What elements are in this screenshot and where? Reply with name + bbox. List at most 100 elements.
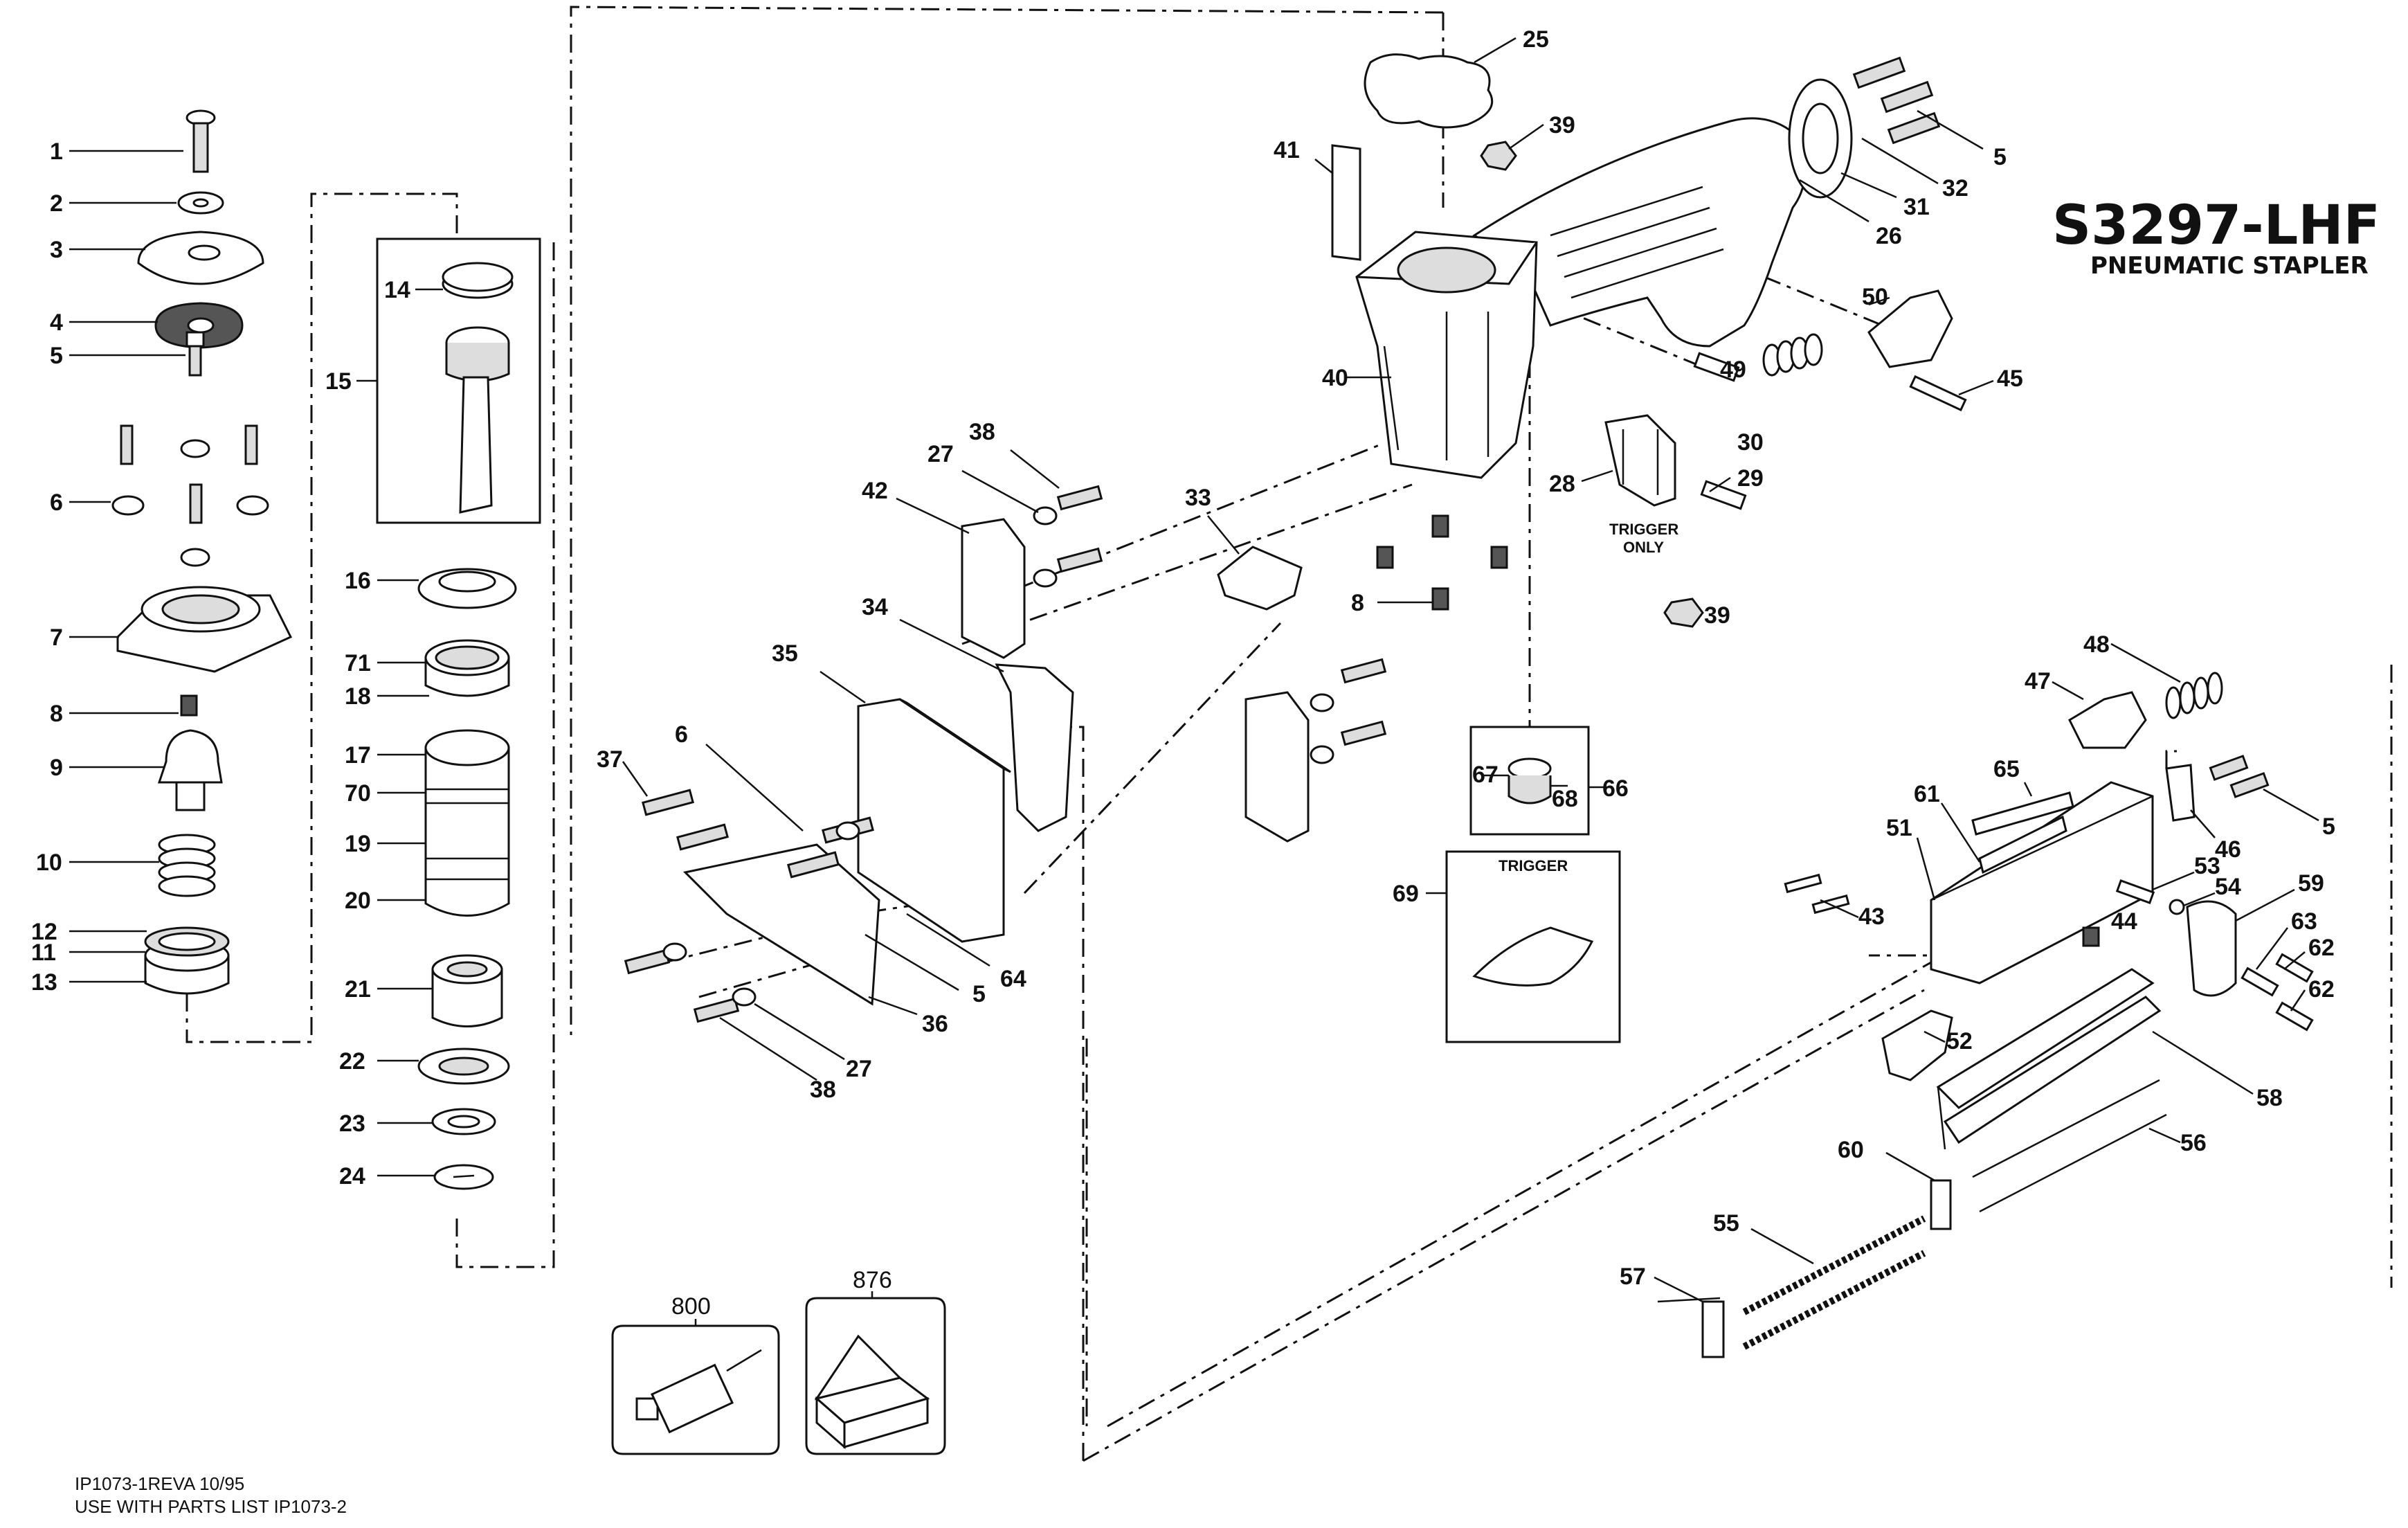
part-44-plug — [2082, 926, 2100, 947]
label-55: 55 — [1713, 1210, 1739, 1237]
part-46-bracket — [2165, 764, 2196, 822]
trigger-icon — [1472, 926, 1594, 987]
trigger-only-note: TRIGGER — [1609, 521, 1678, 538]
part-31-32-end-cap — [1788, 78, 1853, 199]
label-28: 28 — [1549, 471, 1575, 497]
trigger-only-note-2: ONLY — [1623, 539, 1664, 556]
part-60-stop — [1930, 1179, 1952, 1230]
part-45-pin — [1909, 375, 1967, 412]
part-48-spring — [2165, 672, 2223, 719]
label-63: 63 — [2291, 908, 2317, 935]
label-58: 58 — [2256, 1085, 2283, 1111]
label-66: 66 — [1602, 775, 1629, 802]
part-6-washer — [236, 495, 269, 516]
label-47: 47 — [2025, 668, 2051, 694]
label-50: 50 — [1862, 284, 1888, 310]
washer-icon — [1310, 693, 1334, 712]
part-8-plug — [1376, 546, 1394, 569]
label-46: 46 — [2215, 836, 2241, 863]
label-67: 67 — [1472, 762, 1499, 788]
trigger-box-label: TRIGGER — [1499, 857, 1568, 874]
label-49: 49 — [1720, 357, 1746, 383]
label-19: 19 — [345, 831, 371, 857]
screw-icon — [1852, 56, 1906, 89]
screw-icon — [1056, 485, 1103, 511]
label-23: 23 — [339, 1111, 365, 1137]
label-6: 6 — [675, 721, 688, 748]
part-21-bushing — [431, 954, 503, 1027]
part-36-plate — [682, 843, 880, 1006]
label-37: 37 — [597, 746, 623, 773]
label-21: 21 — [345, 976, 371, 1003]
label-65: 65 — [1993, 756, 2020, 782]
model-title: S3297-LHF — [2052, 195, 2380, 257]
screw-icon — [189, 483, 203, 524]
leader-lines — [69, 37, 2319, 1326]
tool-body — [1331, 53, 1967, 628]
part-35-block — [857, 698, 1011, 943]
screw-icon — [693, 997, 740, 1023]
label-53: 53 — [2194, 853, 2220, 879]
label-62: 62 — [2308, 935, 2335, 961]
footer-doc-number: IP1073-1REVA 10/95 — [75, 1473, 244, 1494]
label-11: 11 — [31, 940, 56, 966]
column-two-parts — [376, 237, 541, 1190]
label-38: 38 — [969, 419, 995, 445]
label-3: 3 — [50, 237, 63, 263]
part-25-gasket — [1364, 53, 1494, 129]
label-38: 38 — [810, 1077, 836, 1103]
screw-icon — [1880, 80, 1934, 114]
label-5: 5 — [50, 343, 63, 369]
screw-icon — [676, 823, 729, 851]
label-26: 26 — [1876, 223, 1902, 249]
screw-icon — [1056, 547, 1103, 573]
part-63-pin — [2240, 967, 2279, 997]
part-9-valve — [157, 729, 223, 811]
part-29-pin — [1700, 480, 1747, 510]
label-6: 6 — [50, 489, 63, 516]
part-number-labels: 1 2 3 4 5 6 7 8 9 10 12 11 13 14 15 16 7… — [31, 26, 2335, 1320]
label-59: 59 — [2298, 870, 2324, 897]
label-71: 71 — [345, 650, 371, 676]
part-39-nut — [1480, 141, 1517, 171]
grease-gun-icon — [635, 1349, 762, 1434]
screw-icon — [624, 949, 671, 975]
label-4: 4 — [50, 309, 63, 336]
label-54: 54 — [2215, 874, 2241, 900]
label-16: 16 — [345, 568, 371, 594]
part-57-block — [1701, 1300, 1725, 1358]
label-60: 60 — [1838, 1137, 1864, 1163]
part-52-latch — [1881, 1009, 1953, 1081]
screw-icon — [2209, 755, 2249, 781]
label-12: 12 — [31, 919, 57, 945]
part-8-plug — [180, 694, 198, 717]
washer-icon — [1310, 745, 1334, 764]
label-22: 22 — [339, 1048, 365, 1075]
label-5: 5 — [2322, 814, 2335, 840]
screw-icon — [120, 424, 134, 465]
washer-icon — [732, 987, 757, 1007]
part-39-nut — [1663, 597, 1704, 628]
part-55-spring — [1742, 1250, 1926, 1350]
screw-icon — [642, 789, 694, 816]
label-57: 57 — [1620, 1264, 1646, 1290]
accessory-876-box — [805, 1297, 946, 1455]
part-47-pusher — [2068, 691, 2147, 749]
label-29: 29 — [1737, 465, 1764, 492]
label-14: 14 — [384, 277, 410, 303]
screw-icon — [1340, 720, 1387, 746]
label-39: 39 — [1549, 112, 1575, 138]
label-20: 20 — [345, 888, 371, 914]
label-7: 7 — [50, 624, 63, 651]
handle-grip-lines — [1550, 186, 1724, 299]
label-32: 32 — [1942, 175, 1968, 201]
part-30-pin — [1693, 352, 1740, 382]
washer-icon — [1033, 506, 1058, 525]
screw-icon — [787, 851, 840, 879]
label-36: 36 — [922, 1011, 948, 1037]
part-49-spring — [1762, 333, 1823, 377]
trigger-valve-box — [1469, 726, 1590, 836]
column-one-parts — [111, 109, 293, 995]
washer-icon — [180, 439, 210, 458]
part-7-head-cap — [116, 586, 293, 673]
